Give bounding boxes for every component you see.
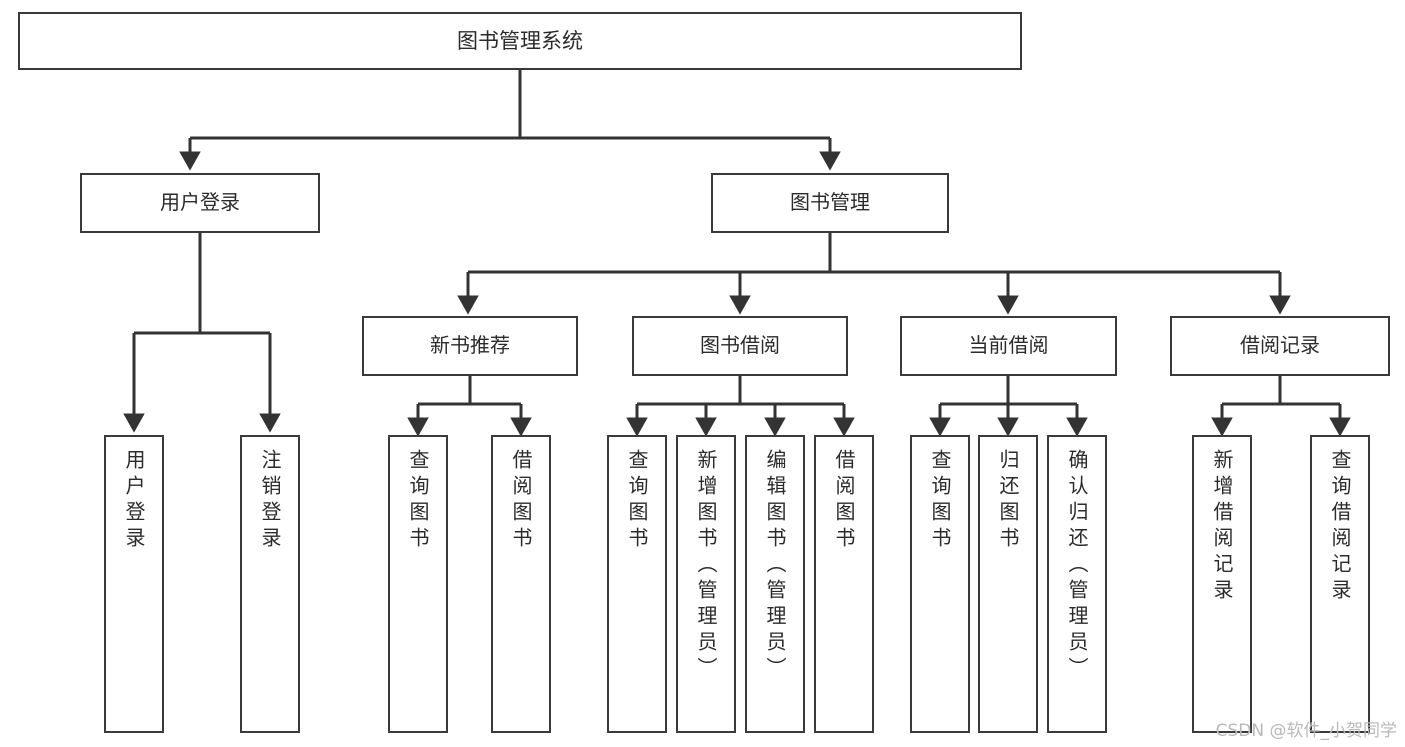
- node-label: 图书借阅: [700, 333, 780, 358]
- node-user-login[interactable]: 用户登录: [80, 173, 320, 233]
- node-label: 借阅图书: [509, 449, 533, 553]
- node-label: 归还图书: [996, 449, 1020, 553]
- node-label: 新书推荐: [430, 333, 510, 358]
- node-label: 确认归还（管理员）: [1065, 449, 1089, 683]
- node-label: 借阅记录: [1240, 333, 1320, 358]
- leaf-borrow-book-1[interactable]: 借阅图书: [491, 435, 551, 733]
- node-borrow-record[interactable]: 借阅记录: [1170, 316, 1390, 376]
- node-label: 新增借阅记录: [1210, 449, 1234, 605]
- node-new-book-recommend[interactable]: 新书推荐: [362, 316, 578, 376]
- leaf-query-record[interactable]: 查询借阅记录: [1310, 435, 1370, 733]
- node-book-borrow[interactable]: 图书借阅: [632, 316, 848, 376]
- node-label: 用户登录: [122, 449, 146, 553]
- leaf-add-book[interactable]: 新增图书（管理员）: [676, 435, 736, 733]
- node-label: 编辑图书（管理员）: [763, 449, 787, 683]
- node-label: 查询图书: [625, 449, 649, 553]
- leaf-query-book-3[interactable]: 查询图书: [910, 435, 970, 733]
- node-label: 注销登录: [258, 449, 282, 553]
- leaf-query-book-2[interactable]: 查询图书: [607, 435, 667, 733]
- leaf-add-record[interactable]: 新增借阅记录: [1192, 435, 1252, 733]
- leaf-user-login[interactable]: 用户登录: [104, 435, 164, 733]
- leaf-return-book[interactable]: 归还图书: [978, 435, 1038, 733]
- node-current-borrow[interactable]: 当前借阅: [900, 316, 1117, 376]
- leaf-query-book-1[interactable]: 查询图书: [388, 435, 448, 733]
- csdn-watermark: CSDN @软件_小贺同学: [1215, 721, 1397, 741]
- node-label: 查询借阅记录: [1328, 449, 1352, 605]
- node-book-manage[interactable]: 图书管理: [711, 173, 949, 233]
- leaf-edit-book[interactable]: 编辑图书（管理员）: [745, 435, 805, 733]
- leaf-confirm-return[interactable]: 确认归还（管理员）: [1047, 435, 1107, 733]
- node-label: 当前借阅: [968, 333, 1049, 358]
- node-label: 查询图书: [406, 449, 430, 553]
- node-label: 查询图书: [928, 449, 952, 553]
- node-label: 用户登录: [160, 190, 240, 215]
- leaf-borrow-book-2[interactable]: 借阅图书: [814, 435, 874, 733]
- node-label: 新增图书（管理员）: [694, 449, 718, 683]
- node-label: 借阅图书: [832, 449, 856, 553]
- node-root-system[interactable]: 图书管理系统: [18, 12, 1022, 70]
- leaf-logout-login[interactable]: 注销登录: [240, 435, 300, 733]
- node-label: 图书管理: [790, 190, 870, 215]
- node-label: 图书管理系统: [457, 28, 583, 53]
